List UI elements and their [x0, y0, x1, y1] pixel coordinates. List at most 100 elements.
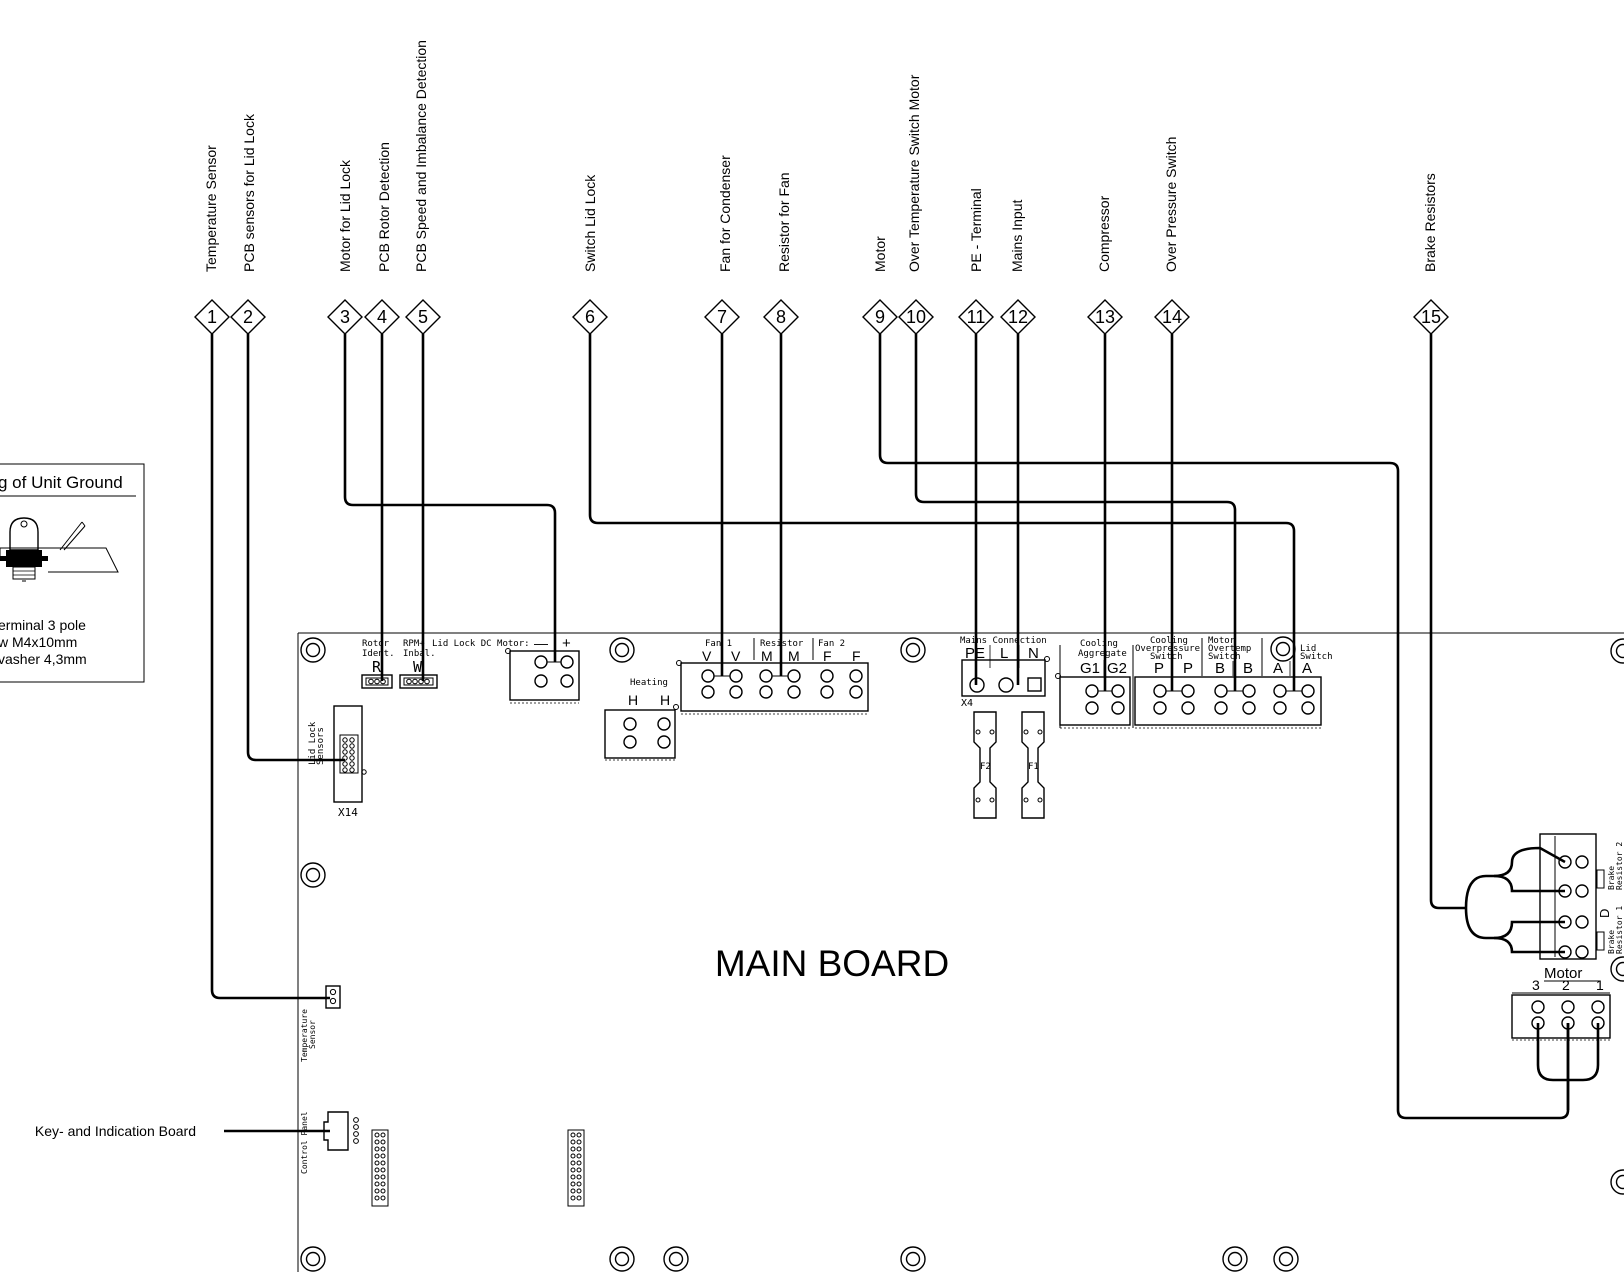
- brake-resistor-connector: D Brake Resistor 2 Brake Resistor 1: [1539, 833, 1624, 960]
- svg-text:Lid Lock: Lid Lock: [308, 721, 318, 765]
- svg-text:+: +: [562, 635, 571, 652]
- svg-text:11: 11: [967, 307, 986, 327]
- mounting-hole: [609, 1246, 635, 1272]
- ground-line-2: w M4x10mm: [0, 634, 77, 650]
- label-pe-terminal: PE - Terminal: [968, 188, 984, 272]
- board-title: MAIN BOARD: [715, 943, 949, 984]
- label-mains-input: Mains Input: [1009, 200, 1025, 272]
- label-compressor: Compressor: [1096, 195, 1112, 272]
- mounting-hole: [900, 637, 926, 663]
- svg-text:R: R: [372, 658, 382, 676]
- mounting-hole: [300, 862, 326, 888]
- svg-text:12: 12: [1008, 307, 1028, 327]
- wire-3: [343, 334, 557, 662]
- fuse-f1: F1: [1021, 711, 1045, 819]
- mounting-holes: [300, 636, 1624, 1272]
- callout-7: 7: [704, 299, 740, 335]
- wire-brake-branch-bottom: [1464, 907, 1565, 940]
- svg-text:8: 8: [776, 307, 786, 327]
- svg-text:M: M: [761, 648, 773, 664]
- mounting-hole: [900, 1246, 926, 1272]
- svg-text:RPM+: RPM+: [403, 639, 425, 649]
- mounting-hole: [1222, 1246, 1248, 1272]
- svg-text:Heating: Heating: [630, 678, 668, 688]
- label-pcb-speed-imbalance: PCB Speed and Imbalance Detection: [413, 40, 429, 272]
- wire-15: [1429, 334, 1466, 910]
- svg-text:Switch: Switch: [1300, 652, 1333, 662]
- svg-text:B: B: [1215, 660, 1225, 677]
- rpm-inbal-connector: RPM+ Inbal. W: [399, 639, 438, 689]
- label-pcb-rotor-detection: PCB Rotor Detection: [376, 142, 392, 272]
- svg-text:F: F: [823, 648, 832, 664]
- svg-text:P: P: [1154, 660, 1164, 677]
- callout-markers: 1 2 3 4 5 6 7 8 9 10 11 12 13 14 15: [194, 299, 1449, 335]
- svg-text:3: 3: [1532, 977, 1540, 993]
- svg-text:Fan 1: Fan 1: [705, 639, 732, 649]
- wire-1: [210, 334, 330, 1000]
- svg-text:3: 3: [340, 307, 350, 327]
- rotor-ident-connector: Rotor Ident. R: [361, 639, 395, 689]
- svg-text:Lid: Lid: [1300, 644, 1316, 654]
- svg-text:Ident.: Ident.: [362, 649, 395, 659]
- svg-text:Mains Connection: Mains Connection: [960, 636, 1047, 646]
- svg-text:15: 15: [1421, 307, 1441, 327]
- svg-text:7: 7: [717, 307, 727, 327]
- svg-text:H: H: [660, 692, 670, 708]
- label-resistor-fan: Resistor for Fan: [776, 172, 792, 272]
- svg-text:9: 9: [875, 307, 885, 327]
- lid-lock-dc-motor-connector: Lid Lock DC Motor: — +: [432, 635, 580, 704]
- wires: [210, 334, 1600, 1133]
- svg-text:M: M: [788, 648, 800, 664]
- svg-text:D: D: [1597, 909, 1612, 918]
- svg-text:2: 2: [243, 307, 253, 327]
- svg-text:Brake: Brake: [1607, 930, 1616, 954]
- svg-text:13: 13: [1095, 307, 1115, 327]
- svg-text:1: 1: [1596, 977, 1604, 993]
- fan-resistor-connector: Fan 1 Resistor Fan 2 V V M M F F: [676, 638, 869, 715]
- svg-text:Fan 2: Fan 2: [818, 639, 845, 649]
- svg-text:1: 1: [207, 307, 217, 327]
- main-board-outline: [297, 632, 1624, 1272]
- label-pcb-sensors-lid-lock: PCB sensors for Lid Lock: [241, 113, 257, 272]
- svg-text:Switch: Switch: [1208, 652, 1241, 662]
- ground-box-title: g of Unit Ground: [0, 473, 123, 492]
- svg-text:Switch: Switch: [1150, 652, 1183, 662]
- svg-text:Rotor: Rotor: [362, 639, 390, 649]
- svg-text:V: V: [731, 648, 741, 664]
- callout-labels: Temperature Sensor PCB sensors for Lid L…: [203, 40, 1438, 272]
- svg-text:10: 10: [906, 307, 926, 327]
- control-panel-connector: Control Panel: [300, 1111, 359, 1174]
- mounting-hole: [1270, 636, 1296, 662]
- svg-text:Overpressure: Overpressure: [1135, 644, 1200, 654]
- callout-8: 8: [763, 299, 799, 335]
- switches-connector: Cooling Overpressure Switch Motor Overte…: [1132, 636, 1333, 729]
- callout-6: 6: [572, 299, 608, 335]
- label-motor-lid-lock: Motor for Lid Lock: [337, 159, 353, 272]
- key-indication-board-label: Key- and Indication Board: [35, 1123, 196, 1139]
- label-fan-condenser: Fan for Condenser: [717, 155, 733, 272]
- svg-text:14: 14: [1162, 307, 1182, 327]
- heating-connector: Heating H H: [604, 678, 679, 761]
- svg-text:5: 5: [418, 307, 428, 327]
- svg-text:4: 4: [377, 307, 387, 327]
- ground-line-3: vasher 4,3mm: [0, 651, 87, 667]
- cooling-aggregate-connector: Cooling Aggregate G1 G2: [1055, 639, 1131, 729]
- svg-text:V: V: [702, 648, 712, 664]
- callout-2: 2: [230, 299, 266, 335]
- label-over-pressure-switch: Over Pressure Switch: [1163, 137, 1179, 272]
- mounting-hole: [300, 1246, 326, 1272]
- svg-text:F2: F2: [980, 762, 991, 772]
- svg-text:N: N: [1028, 645, 1039, 662]
- callout-5: 5: [405, 299, 441, 335]
- svg-text:Brake: Brake: [1607, 866, 1616, 890]
- svg-text:F: F: [852, 648, 861, 664]
- svg-text:2: 2: [1562, 977, 1570, 993]
- svg-text:Sensor: Sensor: [308, 1020, 317, 1049]
- label-over-temp-switch-motor: Over Temperature Switch Motor: [906, 74, 922, 272]
- wire-6: [588, 334, 1296, 691]
- ground-screw-icon: [0, 517, 119, 582]
- svg-text:Control Panel: Control Panel: [300, 1111, 309, 1174]
- wire-2: [246, 334, 345, 762]
- svg-text:Motor: Motor: [1208, 636, 1236, 646]
